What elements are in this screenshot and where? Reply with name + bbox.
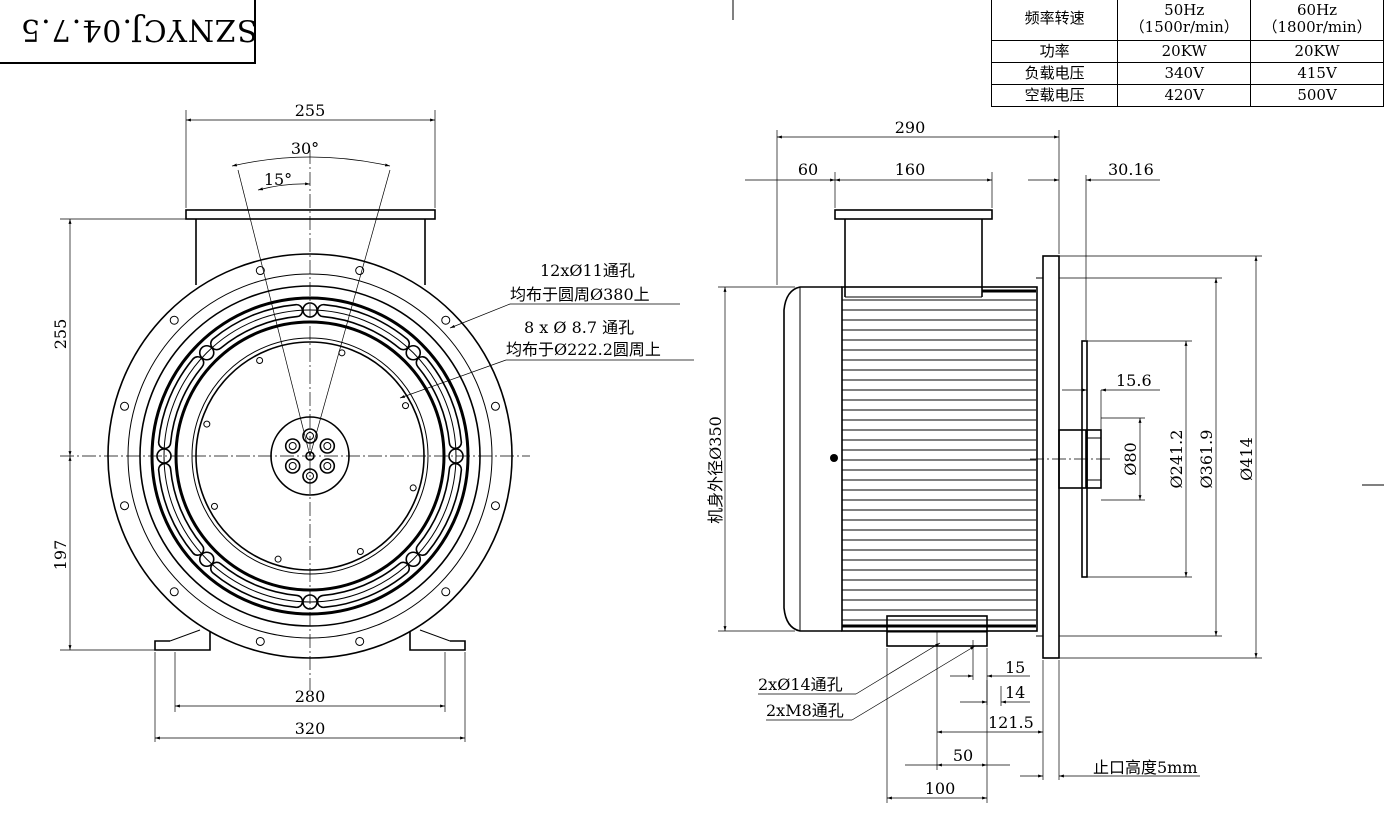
spec-cell: 420V: [1117, 84, 1252, 107]
bolt-hole: [120, 401, 130, 411]
vent-slot: [415, 355, 463, 450]
drawing-code-box: SZNYCJ.04.7.5: [0, 0, 258, 64]
dim-flange-offset: 30.16: [1108, 160, 1154, 179]
slot-lug: [405, 344, 422, 361]
dim-angle-inner: 15°: [264, 170, 292, 189]
hub-hole: [302, 468, 318, 484]
note-holes-b: 2xM8通孔: [766, 701, 844, 720]
hub-hole-inner: [323, 442, 332, 450]
hub-hole-inner: [323, 462, 332, 470]
dim-dia-80: Ø80: [1121, 442, 1140, 475]
mount-hole: [274, 555, 282, 563]
side-view: 290 60 160 30.16 15.6 机身外径Ø350 Ø80 Ø241.…: [706, 118, 1262, 803]
spec-cell: 空载电压: [990, 84, 1119, 107]
slot-lug: [302, 302, 318, 318]
dim-dia-414: Ø414: [1237, 437, 1256, 481]
bolt-hole: [441, 587, 451, 597]
spec-cell: 340V: [1117, 62, 1252, 85]
dim-dia-241: Ø241.2: [1167, 430, 1186, 489]
dim-foot-14: 14: [1005, 683, 1025, 702]
dim-dia-361: Ø361.9: [1197, 430, 1216, 489]
mount-hole: [356, 548, 364, 556]
slot-lug: [156, 448, 172, 464]
dim-angle-outer: 30°: [291, 139, 319, 158]
dim-overall-length: 290: [895, 118, 926, 137]
bolt-hole: [169, 315, 179, 325]
bolt-hole: [255, 266, 265, 276]
dim-top-width: 255: [295, 101, 326, 120]
hub-hole: [319, 458, 336, 474]
dim-hub-step: 15.6: [1116, 371, 1152, 390]
note-holes-a: 2xØ14通孔: [758, 675, 843, 694]
note-holes-2b: 均布于Ø222.2圆周上: [506, 340, 661, 359]
bolt-hole: [169, 587, 179, 597]
dim-height-upper: 255: [51, 319, 70, 350]
dim-body-dia: 机身外径Ø350: [706, 416, 725, 524]
vent-slot: [316, 303, 411, 351]
vent-slot: [157, 462, 205, 557]
mount-hole: [256, 356, 264, 364]
bolt-hole: [255, 636, 265, 646]
dim-foot-100: 100: [925, 779, 956, 798]
hub-hole: [302, 428, 318, 444]
slot-lug: [302, 594, 318, 610]
mount-hole: [203, 420, 211, 428]
mount-hole: [338, 349, 346, 357]
dim-foot-outer: 320: [295, 719, 326, 738]
bolt-hole: [120, 501, 130, 511]
dim-box-width: 160: [895, 160, 926, 179]
front-view: 255 30° 15° 255 197 280 320 12xØ11通孔 均布于…: [51, 101, 694, 742]
spec-header-1: 50Hz （1500r/min）: [1117, 0, 1252, 41]
mount-hole: [210, 502, 218, 510]
bolt-hole: [441, 315, 451, 325]
dim-box-offset: 60: [798, 160, 818, 179]
bolt-hole: [490, 501, 500, 511]
dim-height-lower: 197: [51, 540, 70, 571]
dim-foot-121: 121.5: [988, 713, 1034, 732]
spec-header-0: 频率转速: [990, 0, 1119, 41]
bolt-hole: [355, 266, 365, 276]
slot-lug: [448, 448, 464, 464]
vent-slot: [157, 355, 205, 450]
slot-lug: [198, 344, 215, 361]
bolt-hole: [355, 636, 365, 646]
hub-hole-inner: [306, 432, 314, 440]
note-holes-1a: 12xØ11通孔: [540, 261, 635, 280]
mount-hole: [402, 402, 410, 410]
slot-lug: [405, 551, 422, 568]
mount-hole: [409, 484, 417, 492]
slot-lug: [198, 551, 215, 568]
vent-slot: [415, 462, 463, 557]
note-holes-2a: 8 x Ø 8.7 通孔: [524, 318, 634, 337]
hub-hole-inner: [288, 462, 297, 470]
vent-slot: [209, 561, 304, 609]
hub-hole: [284, 438, 301, 454]
bolt-hole: [490, 401, 500, 411]
hub-hole-inner: [288, 442, 297, 450]
dim-foot-50: 50: [953, 746, 973, 765]
note-holes-1b: 均布于圆周Ø380上: [510, 285, 650, 304]
dim-foot-inner: 280: [295, 687, 326, 706]
vent-slot: [316, 561, 411, 609]
spec-header-2: 60Hz （1800r/min）: [1250, 0, 1384, 41]
hub-hole: [319, 438, 336, 454]
spec-table: 频率转速 50Hz （1500r/min） 60Hz （1800r/min） 功…: [990, 0, 1384, 107]
hub-hole-inner: [306, 472, 314, 480]
spec-cell: 负载电压: [990, 62, 1119, 85]
dim-foot-15: 15: [1005, 658, 1025, 677]
note-spigot: 止口高度5mm: [1093, 758, 1198, 777]
hub-hole: [284, 458, 301, 474]
spec-cell: 500V: [1250, 84, 1384, 107]
